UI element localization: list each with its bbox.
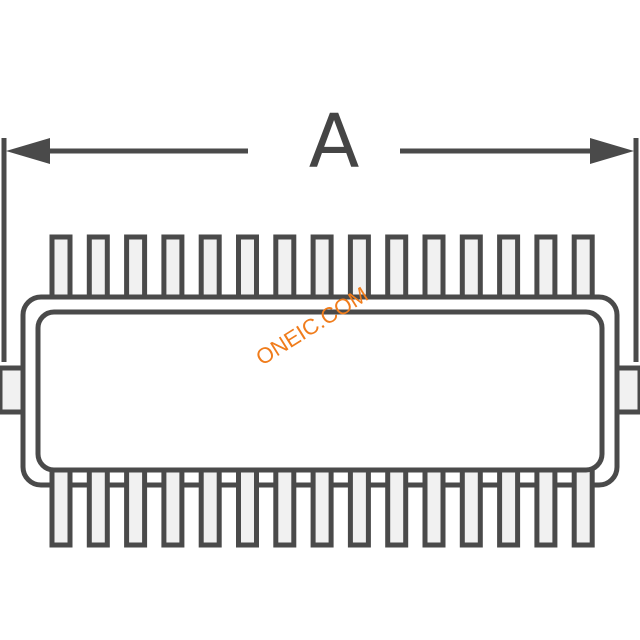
left-side-tab [0, 365, 27, 415]
dimension-line-a [6, 138, 634, 164]
left-arrowhead-icon [6, 138, 50, 164]
bottom-pin [385, 462, 409, 548]
bottom-pin [571, 462, 595, 548]
bottom-pin [347, 462, 371, 548]
right-side-tab [613, 365, 640, 415]
package-body-inner [35, 309, 605, 473]
bottom-pin [497, 462, 521, 548]
bottom-pin [86, 462, 110, 548]
bottom-pin [124, 462, 148, 548]
dimension-label: A [309, 99, 360, 185]
bottom-pin [534, 462, 558, 548]
bottom-pin [198, 462, 222, 548]
bottom-pin [236, 462, 259, 548]
bottom-pin [273, 462, 297, 548]
bottom-pin [310, 462, 334, 548]
right-arrowhead-icon [590, 138, 634, 164]
bottom-pin [49, 462, 73, 548]
bottom-pin [459, 462, 483, 548]
bottom-pin [161, 462, 185, 548]
bottom-pin [422, 462, 446, 548]
bottom-pin-row [49, 462, 595, 548]
